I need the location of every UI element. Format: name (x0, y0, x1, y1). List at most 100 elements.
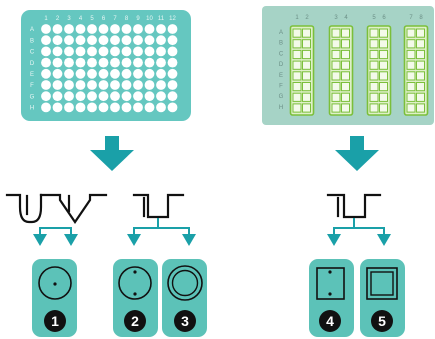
well (52, 91, 63, 102)
badge-5-circle (371, 310, 393, 332)
strip-well (379, 103, 388, 113)
strip-well (369, 28, 379, 38)
well (41, 80, 51, 90)
well (75, 80, 86, 90)
well (156, 24, 166, 34)
square-well-outline (316, 267, 345, 300)
well (98, 91, 109, 102)
column-label: 5 (90, 16, 94, 22)
well (52, 68, 63, 79)
well-profile-flat-bottom-left (132, 193, 185, 219)
strip-well (369, 60, 379, 70)
connector-2-3 (127, 218, 196, 246)
column-label: 7 (113, 16, 117, 22)
well (87, 80, 97, 90)
row-label: F (30, 83, 34, 89)
row-label: D (30, 61, 35, 67)
well (121, 80, 132, 90)
well (87, 102, 97, 113)
well (133, 80, 143, 90)
top-dot (328, 270, 332, 274)
well (133, 102, 143, 113)
well (64, 35, 74, 46)
well (144, 35, 155, 46)
well (110, 91, 120, 102)
strip-well (341, 60, 350, 70)
well (121, 24, 132, 34)
well (167, 80, 178, 90)
well (167, 102, 178, 113)
well (98, 80, 109, 90)
strip-well (416, 92, 425, 102)
row-label: G (279, 94, 284, 100)
badge-5-label: 5 (378, 313, 386, 329)
strip-well (406, 39, 416, 49)
well (167, 35, 178, 46)
strip-well (379, 28, 388, 38)
well-view-card-3: 3 (162, 259, 207, 337)
well (98, 68, 109, 79)
strip-well (379, 39, 388, 49)
well (167, 24, 178, 34)
well (167, 68, 178, 79)
well (52, 102, 63, 113)
column-label: 8 (419, 15, 423, 21)
well-view-card-2: 2 (113, 259, 158, 337)
strip-well (416, 39, 425, 49)
column-label: 4 (344, 15, 348, 21)
strip-well (292, 82, 302, 92)
row-label: A (30, 27, 34, 33)
well (156, 80, 166, 90)
strip-well (331, 71, 341, 81)
strip-well (302, 39, 311, 49)
well (133, 35, 143, 46)
strip-well (416, 82, 425, 92)
strip (366, 25, 392, 116)
down-arrow-right (335, 136, 379, 171)
well (110, 46, 120, 57)
strip-well (292, 60, 302, 70)
column-label: 1 (295, 15, 299, 21)
strip-well (406, 28, 416, 38)
strip-well (302, 92, 311, 102)
strip-well (406, 71, 416, 81)
top-dot (133, 270, 137, 274)
row-label: A (279, 30, 283, 36)
well (41, 46, 51, 57)
square-well-outer (366, 267, 398, 300)
well (121, 91, 132, 102)
well (144, 68, 155, 79)
strip-well (331, 39, 341, 49)
strip-well (369, 39, 379, 49)
strip-well (292, 92, 302, 102)
well (52, 35, 63, 46)
well (144, 80, 155, 90)
well (133, 24, 143, 34)
strip-well (331, 49, 341, 60)
strip-well (369, 92, 379, 102)
well (121, 57, 132, 68)
well (167, 91, 178, 102)
row-label: C (30, 50, 35, 56)
column-label: 4 (79, 16, 83, 22)
well (41, 35, 51, 46)
column-label: 1 (44, 16, 48, 22)
well (41, 24, 51, 34)
down-arrow-left (90, 136, 134, 171)
strip-well (292, 71, 302, 81)
well (144, 46, 155, 57)
strip-well (302, 49, 311, 60)
strip-well (379, 71, 388, 81)
well (75, 57, 86, 68)
strip-well (379, 92, 388, 102)
well (98, 57, 109, 68)
well (87, 57, 97, 68)
flat-well-outline (118, 266, 152, 300)
strip-well (416, 49, 425, 60)
column-label: 2 (305, 15, 309, 21)
well (156, 46, 166, 57)
strip-well (292, 39, 302, 49)
badge-3-circle (174, 310, 196, 332)
